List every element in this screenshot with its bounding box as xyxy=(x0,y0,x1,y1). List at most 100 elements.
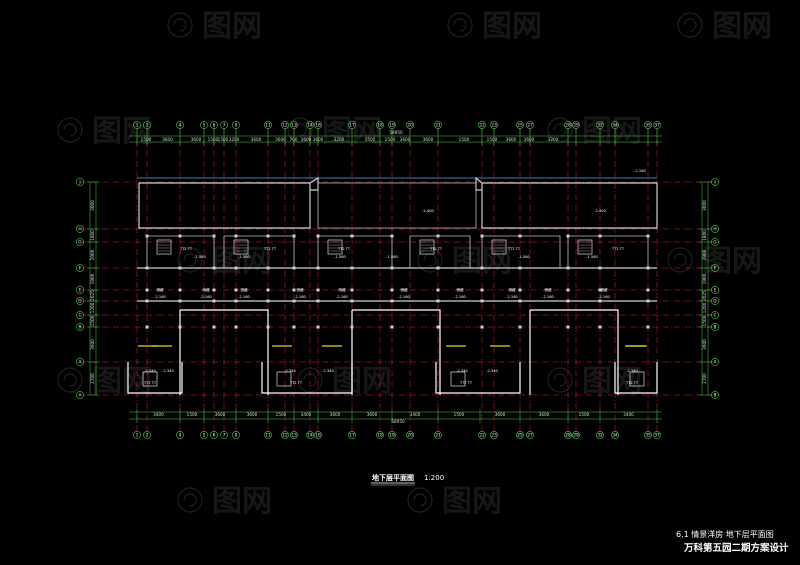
dimension-top-segment: 3600 xyxy=(423,137,434,142)
dimension-side-segment: 1800 xyxy=(702,230,707,241)
watermark-logo-ring xyxy=(177,247,203,273)
storage-label: 储藏 xyxy=(240,287,248,292)
dimension-top-segment: 3200 xyxy=(229,137,240,142)
dimension-side-segment: 2025 xyxy=(702,290,707,301)
axis-bubble-left-circle xyxy=(76,225,84,233)
watermark-text: 图网 xyxy=(92,114,152,149)
axis-bubble-bottom-circle xyxy=(611,431,619,439)
level-row-e: -2.160 xyxy=(336,295,348,299)
axis-bubble-bottom: 22 xyxy=(479,433,485,439)
column xyxy=(212,234,216,238)
watermark-logo-mark xyxy=(303,373,317,387)
watermark-logo-ring xyxy=(407,487,433,513)
bottom-unit-outline xyxy=(435,362,521,394)
axis-bubble-bottom: 13 xyxy=(291,433,297,439)
axis-bubble-bottom-circle xyxy=(200,431,208,439)
dimension-top-segment: 3600 xyxy=(275,137,286,142)
watermark-logo-ring xyxy=(677,12,703,38)
column xyxy=(266,234,270,238)
column xyxy=(350,266,354,270)
axis-bubble-bottom-circle xyxy=(434,431,442,439)
column xyxy=(145,234,149,238)
dimension-top-segment: 3200 xyxy=(548,137,559,142)
drawing-title-text: 地下层平面图 xyxy=(372,473,414,482)
column xyxy=(234,325,238,329)
column xyxy=(350,325,354,329)
axis-bubble-bottom: 32 xyxy=(597,433,603,439)
column xyxy=(390,234,394,238)
watermark-logo-ring xyxy=(667,247,693,273)
watermark-logo-mark xyxy=(423,253,437,267)
column xyxy=(566,325,570,329)
level-row-f: -1.580 xyxy=(586,255,598,259)
axis-bubble-bottom-circle xyxy=(143,431,151,439)
axis-bubble-top: 7 xyxy=(223,123,226,129)
dimension-top-segment: 1500 xyxy=(365,137,376,142)
axis-bubble-bottom-circle xyxy=(653,431,661,439)
level-row-f: -1.580 xyxy=(238,255,250,259)
axis-bubble-bottom: 18 xyxy=(377,433,383,439)
level-row-e: -2.160 xyxy=(598,295,610,299)
garage-right-outline xyxy=(481,182,658,229)
axis-bubble-bottom: 11 xyxy=(265,433,271,439)
dimension-side-segment: 1500 xyxy=(702,315,707,326)
axis-bubble-bottom-circle xyxy=(306,431,314,439)
axis-bubble-left-circle xyxy=(76,264,84,272)
column xyxy=(566,288,570,292)
axis-bubble-top: 17 xyxy=(349,123,355,129)
column xyxy=(234,299,238,303)
level-row-f: -1.580 xyxy=(194,255,206,259)
column xyxy=(598,325,602,329)
stair-label: TT2 TT xyxy=(507,247,521,251)
dimension-bottom-segment: 3400 xyxy=(410,412,421,417)
column xyxy=(145,299,149,303)
axis-bubble-bottom: 5 xyxy=(203,433,206,439)
column xyxy=(566,266,570,270)
axis-bubble-right-circle xyxy=(711,391,719,399)
courtyard-outline xyxy=(352,309,441,395)
axis-bubble-left-circle xyxy=(76,238,84,246)
axis-bubble-bottom: 17 xyxy=(349,433,355,439)
axis-bubble-bottom-circle xyxy=(572,431,580,439)
axis-bubble-bottom: 14 xyxy=(307,433,313,439)
axis-bubble-bottom: 27 xyxy=(527,433,533,439)
column xyxy=(480,299,484,303)
column xyxy=(316,288,320,292)
axis-bubble-left: G xyxy=(78,240,82,246)
stair-label: TT2 TT xyxy=(611,247,625,251)
axis-bubble-right: F xyxy=(714,266,717,272)
building-walls xyxy=(127,176,658,395)
dimension-side-segment: 1900 xyxy=(90,273,95,284)
dimension-side-segment: 2900 xyxy=(702,249,707,260)
watermark-text: 图网 xyxy=(332,364,392,399)
middle-corridor-outline xyxy=(317,182,477,229)
dimension-top-segment: 3600 xyxy=(524,137,535,142)
watermark-logo-mark xyxy=(183,253,197,267)
stair-unit-outline xyxy=(317,235,393,269)
axis-bubble-top: 23 xyxy=(491,123,497,129)
column xyxy=(145,266,149,270)
level-row-b: -2.340 xyxy=(144,369,156,373)
axis-bubble-bottom-circle xyxy=(478,431,486,439)
axis-bubble-right-circle xyxy=(711,297,719,305)
axis-bubble-bottom: 12 xyxy=(282,433,288,439)
drawing-title: 地下层平面图 1:200 xyxy=(371,473,444,486)
axis-bubble-right: C xyxy=(713,313,716,319)
column xyxy=(316,325,320,329)
level-row-f: -1.580 xyxy=(386,255,398,259)
dimension-bottom-segment: 3600 xyxy=(215,412,226,417)
bottom-stair-box xyxy=(629,371,645,387)
stair-box xyxy=(491,239,507,255)
garage-right-door xyxy=(475,176,483,191)
level-top-right: -2.160 xyxy=(634,169,646,173)
column xyxy=(390,325,394,329)
column xyxy=(436,234,440,238)
column xyxy=(316,266,320,270)
axis-bubble-left: H xyxy=(78,227,81,233)
dimension-top-segment: 3600 xyxy=(162,137,173,142)
axis-bubble-left: B xyxy=(78,325,81,331)
garage-left-door xyxy=(309,176,319,191)
axis-bubble-right: G xyxy=(713,240,717,246)
storage-label: 储藏 xyxy=(400,287,408,292)
